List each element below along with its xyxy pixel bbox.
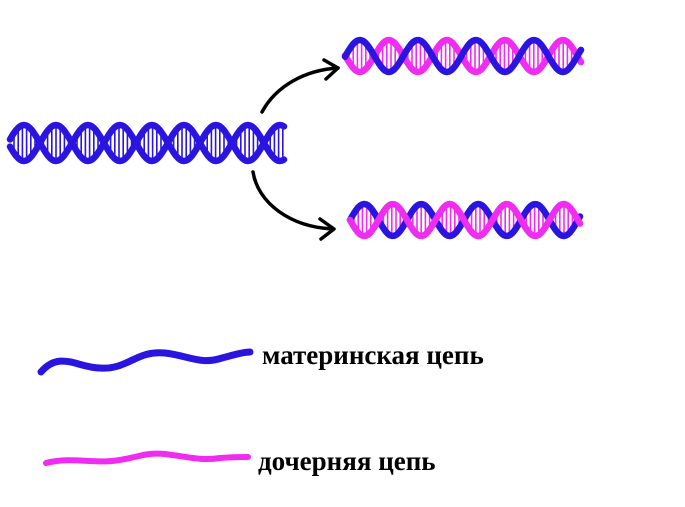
arrow-to-top-helix [260, 58, 340, 114]
legend-label-parent-strand: материнская цепь [262, 340, 484, 370]
daughter-dna-helix-top [341, 36, 585, 76]
top-helix-strand-a [341, 36, 585, 76]
arrow-to-bottom-helix [251, 170, 336, 241]
legend-label-daughter-strand: дочерняя цепь [258, 446, 436, 476]
arrow-bottom-shaft [251, 170, 335, 231]
legend-daughter-strand-sample [43, 450, 251, 466]
legend-parent-strand-sample [37, 348, 254, 376]
bottom-helix-strand-a [346, 200, 584, 240]
arrow-top-head [322, 58, 340, 81]
daughter-dna-helix-bottom [346, 200, 584, 240]
arrow-top-shaft [260, 66, 340, 114]
arrow-bottom-head [318, 217, 336, 241]
parent-helix-strand-b [6, 121, 288, 165]
parent-helix-strand-a [6, 121, 288, 165]
parent-dna-helix [6, 121, 288, 165]
